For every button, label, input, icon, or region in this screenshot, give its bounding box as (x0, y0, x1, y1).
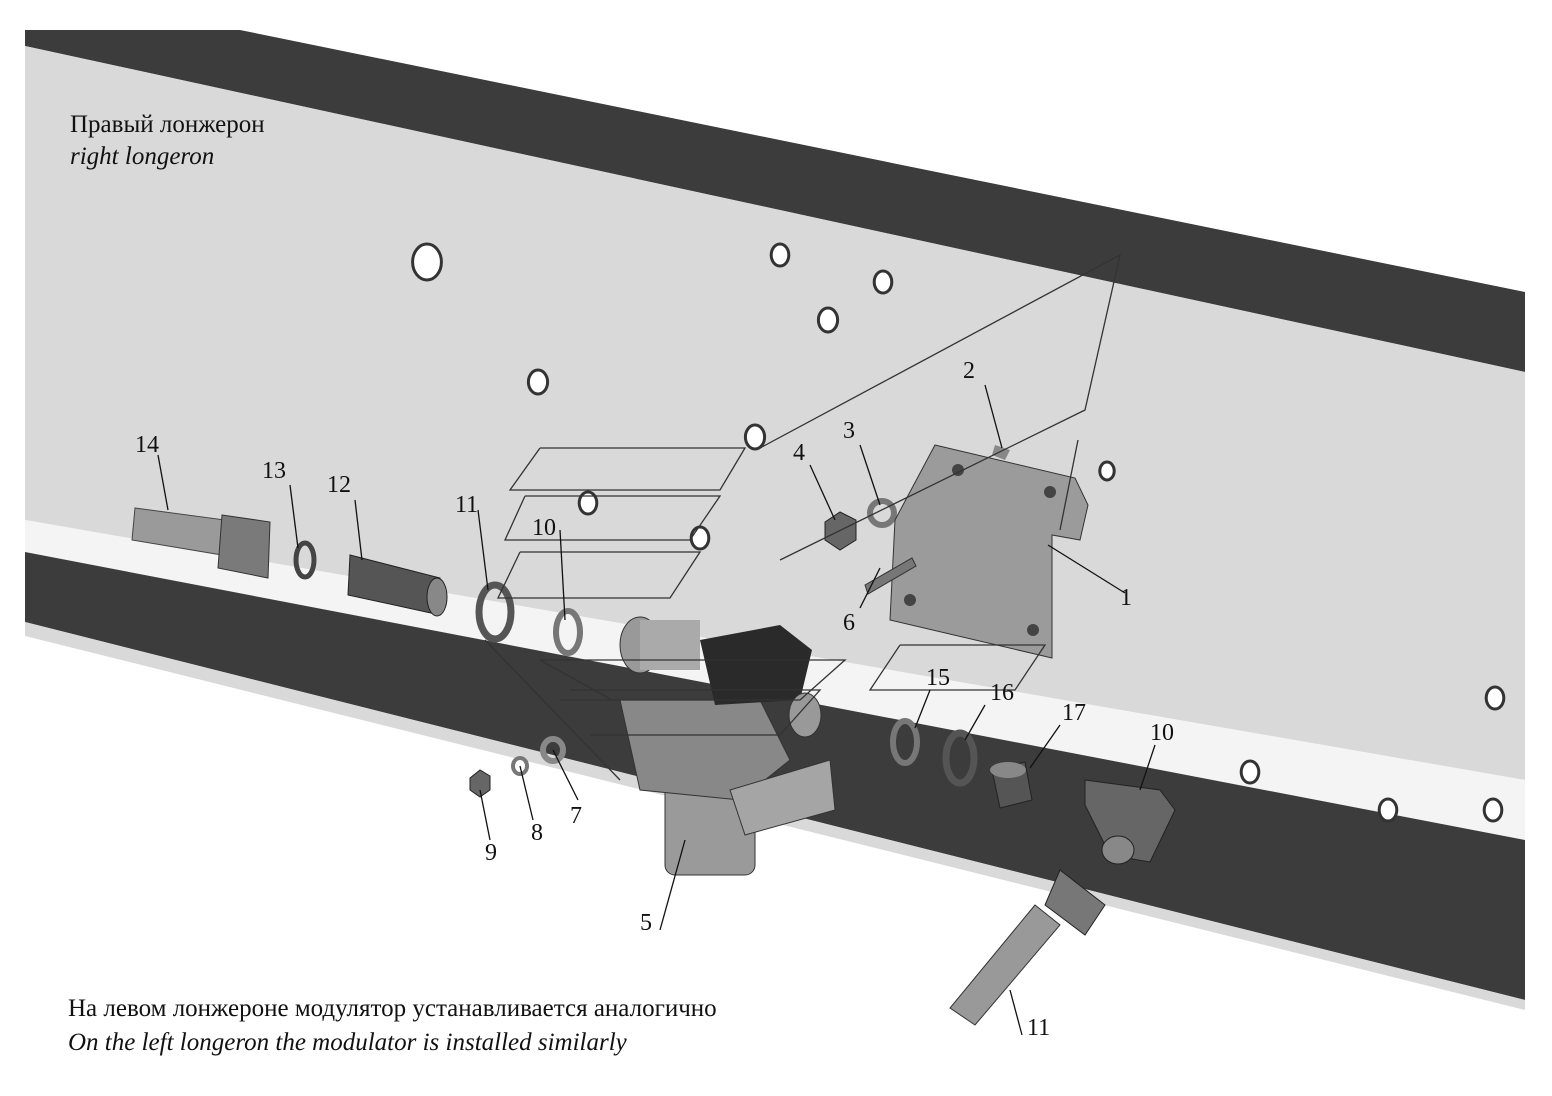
rail-holes (411, 242, 1506, 823)
part-5-modulator (619, 616, 836, 876)
assembly-guides (484, 253, 1121, 781)
caption-ru-left-note: На левом лонжероне модулятор устанавлива… (68, 995, 717, 1022)
callout-3: 3 (843, 418, 855, 444)
part-6-bolt (864, 557, 917, 595)
part-11-ring-right (942, 729, 978, 787)
rail-hole (526, 368, 550, 396)
callout-7: 7 (570, 803, 582, 829)
callout-16: 16 (990, 680, 1014, 706)
part-17-hose-fitting (949, 869, 1106, 1026)
rail-hole (1482, 797, 1504, 823)
caption-en-left-note: On the left longeron the modulator is in… (68, 1029, 627, 1056)
callout-6: 6 (843, 610, 855, 636)
part-10-ring (553, 608, 583, 656)
rail-web (25, 46, 1525, 780)
part-9-nut (469, 769, 491, 798)
rail-hole (1377, 797, 1399, 823)
callout-1: 1 (1120, 585, 1132, 611)
callout-15: 15 (926, 665, 950, 691)
part-14-pipe (131, 507, 271, 579)
callout-12: 12 (327, 472, 351, 498)
rail-hole (689, 525, 711, 551)
part-12-fitting (347, 554, 448, 617)
callout-8: 8 (531, 820, 543, 846)
callout-11: 11 (455, 492, 478, 518)
rail-hole (1239, 759, 1261, 785)
part-4-nut (824, 511, 857, 551)
callout-14: 14 (135, 432, 159, 458)
callout-13: 13 (262, 458, 286, 484)
part-15-nut (990, 761, 1033, 809)
callout-4: 4 (793, 440, 805, 466)
callout-11: 11 (1027, 1015, 1050, 1041)
upper-flange (25, 30, 1525, 372)
rail-hole (577, 490, 599, 516)
part-7-washer (540, 736, 566, 764)
rail-hole (743, 423, 767, 451)
callout-10: 10 (532, 515, 556, 541)
rail-hole (1484, 685, 1506, 711)
part-11-ring (475, 581, 515, 643)
callout-5: 5 (640, 910, 652, 936)
rail-hole (816, 306, 840, 334)
part-1-bracket (889, 444, 1089, 659)
part-3-washer (867, 498, 897, 528)
rail-hole (1098, 460, 1116, 482)
caption-en-right-longeron: right longeron (70, 143, 215, 170)
callout-2: 2 (963, 358, 975, 384)
leader-lines (157, 384, 1156, 1036)
rail-hole (411, 242, 443, 282)
rail-hole (872, 269, 894, 295)
part-8-washer (511, 756, 529, 776)
caption-ru-right-longeron: Правый лонжерон (70, 111, 265, 138)
callout-17: 17 (1062, 700, 1086, 726)
callout-10: 10 (1150, 720, 1174, 746)
part-16-elbow (1084, 779, 1176, 865)
rail-hole (769, 242, 791, 268)
part-13-ring (293, 540, 317, 580)
callout-9: 9 (485, 840, 497, 866)
part-10-ring-right (890, 718, 920, 766)
